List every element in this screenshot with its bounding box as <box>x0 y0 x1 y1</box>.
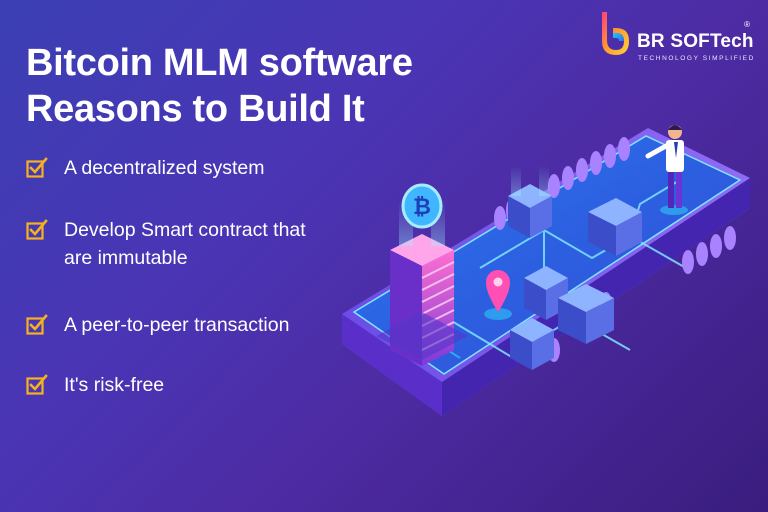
checkbox-check-icon <box>26 314 48 335</box>
logo-tagline: TECHNOLOGY SIMPLIFIED <box>638 55 755 62</box>
reason-text: Develop Smart contract that are immutabl… <box>64 216 306 272</box>
bitcoin-coin-icon: ₿ <box>401 183 443 229</box>
brand-logo: BR SOFTech ® TECHNOLOGY SIMPLIFIED <box>596 10 760 70</box>
buildings <box>508 166 642 370</box>
reason-line-1: A decentralized system <box>64 157 265 179</box>
reason-text: A peer-to-peer transaction <box>64 311 289 339</box>
reason-line-2: are immutable <box>64 247 188 269</box>
businessman-figure <box>645 125 688 215</box>
list-item: Develop Smart contract that are immutabl… <box>26 216 306 272</box>
list-item: It's risk-free <box>26 371 164 399</box>
bitcoin-symbol: ₿ <box>413 195 431 220</box>
reason-text: A decentralized system <box>64 154 265 182</box>
reason-line-1: Develop Smart contract that <box>64 219 306 241</box>
list-item: A decentralized system <box>26 154 265 182</box>
headline-line-1: Bitcoin MLM software <box>26 42 413 84</box>
checkbox-check-icon <box>26 157 48 178</box>
reason-line-1: A peer-to-peer transaction <box>64 314 290 336</box>
checkbox-check-icon <box>26 219 48 240</box>
logo-registered-mark: ® <box>744 20 750 29</box>
reason-line-1: It's risk-free <box>64 374 165 396</box>
list-item: A peer-to-peer transaction <box>26 311 289 339</box>
headline-line-2: Reasons to Build It <box>26 88 365 130</box>
checkbox-check-icon <box>26 374 48 395</box>
location-pin-icon <box>484 270 512 320</box>
logo-name: BR SOFTech <box>637 31 754 52</box>
headline: Bitcoin MLM software Reasons to Build It <box>26 40 466 132</box>
br-softech-logo-icon <box>602 12 629 55</box>
reason-text: It's risk-free <box>64 371 164 399</box>
bitcoin-tower <box>376 200 468 366</box>
smartphone-city-illustration: ₿ <box>342 125 750 416</box>
